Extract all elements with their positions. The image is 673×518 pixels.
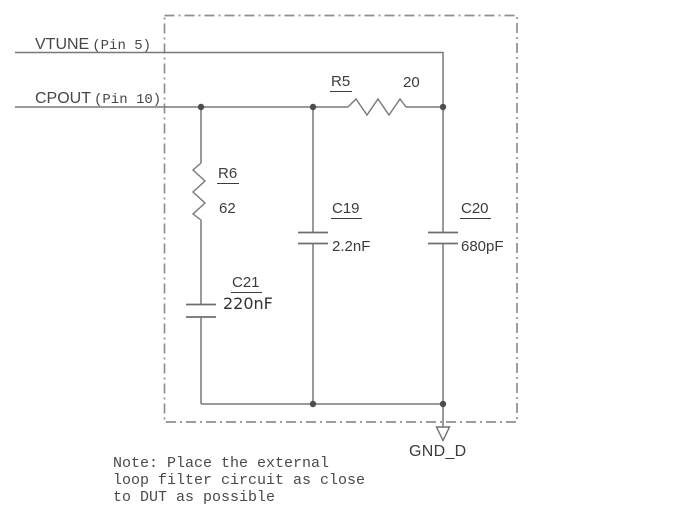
cpout-pin-label: (Pin 10) — [94, 92, 162, 108]
c19-value: 2.2nF — [332, 238, 371, 255]
c20-value: 680pF — [461, 238, 504, 255]
junction-dot — [439, 400, 447, 408]
r6-ref: R6 — [217, 165, 240, 184]
c20-label: C20 — [460, 200, 491, 219]
note-block: Note: Place the external loop filter cir… — [113, 455, 365, 506]
c21-ref: C21 — [231, 274, 262, 293]
r5-value: 20 — [403, 74, 420, 91]
c20-ref: C20 — [460, 200, 491, 219]
c21-label: C21 — [231, 274, 262, 293]
resistor-r6-symbol — [191, 162, 207, 221]
cpout-net-name: CPOUT — [35, 90, 91, 107]
c19-label: C19 — [331, 200, 362, 219]
resistor-r5-symbol — [347, 97, 407, 117]
enclosure-dashdot-border — [163, 14, 518, 423]
r6-label: R6 — [217, 165, 240, 184]
vtune-wire — [15, 51, 444, 107]
vtune-net-label: VTUNE(Pin 5) — [35, 36, 151, 54]
junction-dot — [309, 103, 317, 111]
c21-value: 220nF — [223, 294, 273, 313]
vtune-net-name: VTUNE — [35, 36, 90, 53]
ground-symbol-icon — [435, 426, 451, 443]
note-line-1: Note: Place the external — [113, 455, 330, 472]
cpout-net-label: CPOUT(Pin 10) — [35, 90, 161, 108]
c19-ref: C19 — [331, 200, 362, 219]
r5-label: R5 — [330, 73, 353, 92]
vtune-pin-label: (Pin 5) — [92, 38, 152, 54]
note-line-3: to DUT as possible — [113, 489, 276, 506]
junction-dot — [197, 103, 205, 111]
r6-value: 62 — [219, 200, 236, 217]
junction-dot — [309, 400, 317, 408]
junction-dot — [439, 103, 447, 111]
r5-ref: R5 — [330, 73, 353, 92]
ground-net-label: GND_D — [409, 443, 467, 460]
note-line-2: loop filter circuit as close — [113, 472, 366, 489]
